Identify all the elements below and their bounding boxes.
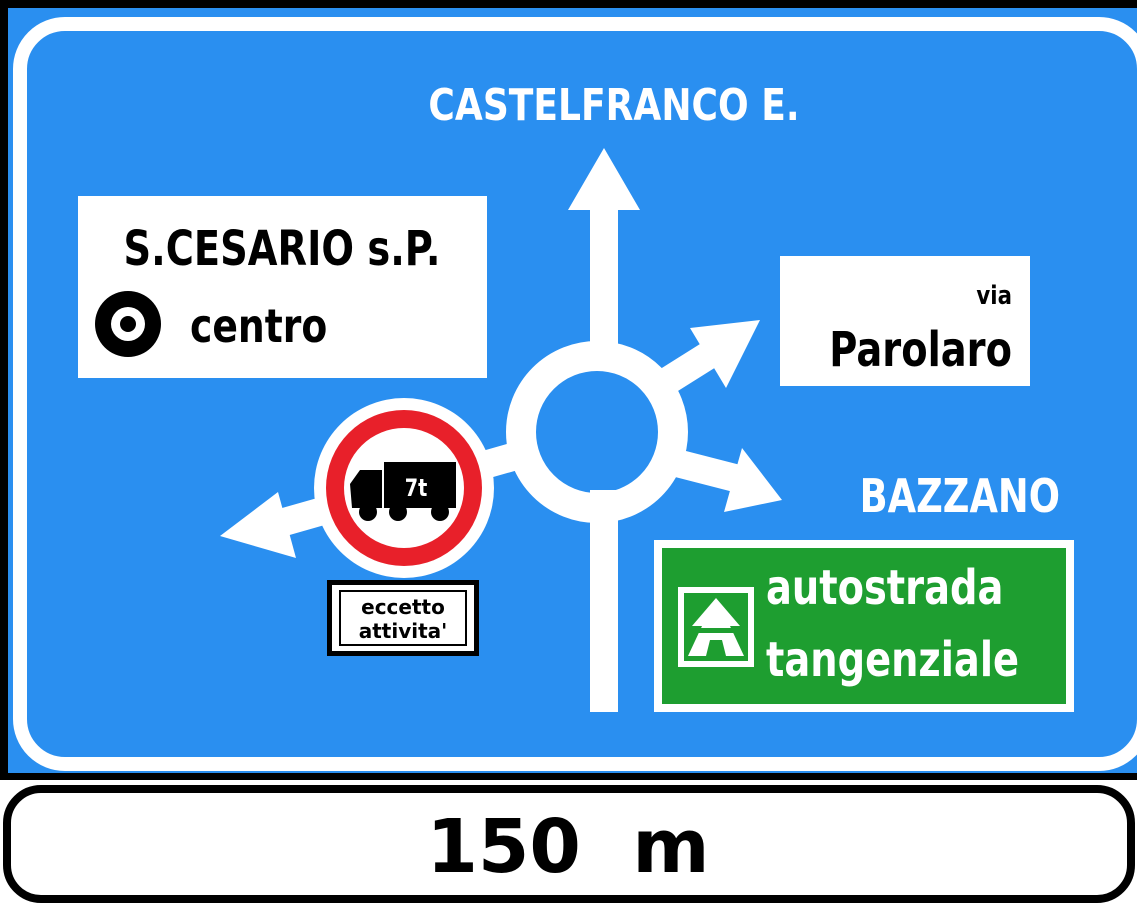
motorway-line2: tangenziale [766,633,1019,688]
right-top-destination-small: via [976,280,1012,311]
roundabout-ring [506,341,688,523]
right-top-destination-panel: via Parolaro [780,256,1030,386]
sign-white-inner-border [13,17,1137,771]
east-road [661,446,739,492]
right-top-destination-large: Parolaro [829,323,1012,378]
distance-plate: 150 m [3,785,1135,903]
east-arrowhead [724,448,782,512]
weight-limit: 7t [405,475,428,503]
north-arrowhead [568,148,640,210]
exception-line1: eccetto [361,595,445,619]
exception-line2: attivita' [359,619,448,643]
west-arrowhead [220,492,296,558]
motorway-line1: autostrada [766,561,1003,616]
northeast-arrowhead [690,320,760,388]
approach-road [590,490,618,712]
left-destination-title: S.CESARIO s.P. [124,222,441,277]
right-destination-label: BAZZANO [860,469,1060,523]
distance-label: 150 m [426,804,709,890]
motorway-icon [678,587,754,667]
no-trucks-icon: 7t [314,398,494,578]
exception-plate: eccetto attivita' [327,580,479,656]
top-destination-label: CASTELFRANCO E. [428,81,799,131]
north-road [590,200,618,360]
town-centre-icon [95,291,161,357]
truck-icon [350,462,456,521]
motorway-panel: autostrada tangenziale [654,540,1074,712]
left-destination-panel: S.CESARIO s.P. centro [78,196,487,378]
left-destination-subtitle: centro [190,299,327,353]
